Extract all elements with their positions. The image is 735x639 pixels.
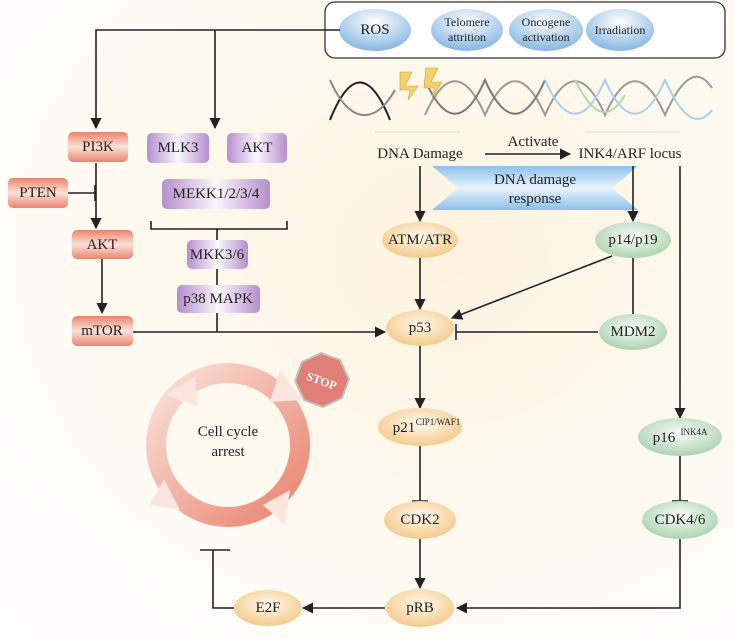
pi3k-label: PI3K — [82, 139, 114, 155]
oncogene-label-1: Oncogene — [522, 15, 571, 29]
e2f-label: E2F — [255, 600, 280, 616]
mtor-label: mTOR — [81, 323, 122, 339]
stressor-box: ROS Telomere attrition Oncogene activati… — [324, 1, 726, 59]
response-label-1: DNA damage — [494, 172, 576, 188]
node-akt-mapk: AKT — [227, 133, 287, 163]
p53-label: p53 — [409, 320, 432, 336]
node-prb: pRB — [386, 589, 454, 627]
node-p38-mapk: p38 MAPK — [177, 285, 260, 313]
p14-to-p53-arrow — [450, 255, 613, 320]
node-mlk3: MLK3 — [147, 133, 209, 163]
pten-inhibits-pi3k-akt — [68, 185, 96, 201]
node-p53: p53 — [386, 310, 454, 346]
p16-label: p16 — [653, 430, 676, 446]
prb-label: pRB — [406, 600, 434, 616]
akt-left-label: AKT — [87, 237, 118, 253]
node-atm-atr: ATM/ATR — [382, 222, 458, 258]
akt-mapk-label: AKT — [242, 140, 273, 156]
mdm2-label: MDM2 — [610, 324, 655, 340]
node-akt-left: AKT — [72, 230, 133, 259]
node-irradiation: Irradiation — [586, 9, 654, 51]
cell-cycle-label-1: Cell cycle — [198, 424, 259, 440]
dna-damage-label: DNA Damage — [377, 146, 463, 162]
oncogene-label-2: activation — [522, 30, 569, 44]
cell-cycle-cycle-icon: Cell cycle arrest — [146, 363, 310, 527]
stop-sign-icon: STOP — [294, 352, 350, 408]
dna-helix-icon — [329, 67, 713, 133]
telomere-label-2: attrition — [448, 30, 486, 44]
cell-cycle-label-2: arrest — [211, 444, 245, 460]
pten-label: PTEN — [19, 185, 57, 201]
node-pten: PTEN — [8, 178, 68, 208]
ink4-arf-locus-label: INK4/ARF locus — [579, 146, 682, 162]
irradiation-label: Irradiation — [595, 23, 646, 37]
node-e2f: E2F — [234, 590, 302, 626]
p14-inhibits-mdm2 — [625, 258, 641, 319]
cdk46-label: CDK4/6 — [655, 512, 706, 528]
atm-label: ATM/ATR — [388, 232, 452, 248]
node-p14-p19: p14/p19 — [595, 222, 671, 258]
node-p21: p21 CIP1/WAF1 — [378, 408, 462, 446]
p21-inhibits-cdk2 — [412, 446, 428, 502]
node-p16: p16 INK4A — [638, 418, 722, 456]
node-cdk2: CDK2 — [384, 501, 456, 539]
activate-label: Activate — [508, 134, 559, 150]
ros-to-pi3k-arrow — [90, 29, 340, 130]
mapk-cascade-bracket — [150, 221, 288, 332]
response-label-2: response — [509, 191, 562, 207]
p16-inhibits-cdk46 — [672, 456, 688, 502]
cdk46-to-prb-arrow — [455, 539, 681, 614]
node-ros: ROS — [339, 9, 411, 51]
p21-superscript: CIP1/WAF1 — [416, 417, 461, 427]
ros-label: ROS — [360, 22, 389, 38]
node-mkk: MKK3/6 — [187, 240, 248, 269]
p21-label: p21 — [393, 420, 416, 436]
telomere-label-1: Telomere — [444, 15, 489, 29]
node-pi3k: PI3K — [68, 132, 128, 162]
mlk3-label: MLK3 — [158, 140, 199, 156]
p16-superscript: INK4A — [681, 427, 708, 437]
node-mekk: MEKK1/2/3/4 — [162, 179, 270, 209]
node-telomere-attrition: Telomere attrition — [431, 9, 503, 51]
e2f-inhibits-cell-cycle — [200, 549, 234, 609]
p14-label: p14/p19 — [608, 232, 657, 248]
node-cdk46: CDK4/6 — [642, 501, 718, 539]
lightning-icon — [423, 67, 443, 99]
mkk-label: MKK3/6 — [190, 247, 245, 263]
node-mdm2: MDM2 — [599, 314, 667, 350]
p38-label: p38 MAPK — [183, 291, 253, 307]
lightning-icon — [399, 71, 419, 101]
node-oncogene-activation: Oncogene activation — [509, 9, 583, 51]
node-mtor: mTOR — [72, 316, 133, 346]
cdk2-label: CDK2 — [400, 512, 439, 528]
mekk-label: MEKK1/2/3/4 — [173, 186, 260, 202]
dna-damage-response-banner: DNA damage response — [432, 166, 638, 210]
mdm2-inhibits-p53 — [455, 324, 598, 340]
